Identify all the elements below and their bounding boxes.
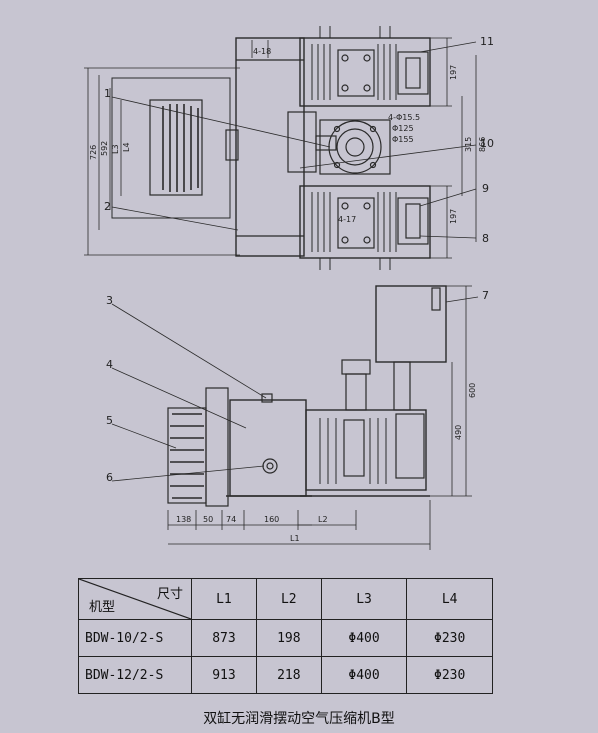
callout-11: 11	[480, 35, 494, 48]
dim-l4: L4	[122, 142, 131, 152]
column-header-l3: L3	[320, 578, 408, 620]
dim-197-top: 197	[449, 65, 458, 80]
dim-866: 866	[478, 137, 487, 152]
callout-7: 7	[482, 289, 489, 302]
technical-drawing: 1 2 3 4 5 6 7 8 9 10 11 4-18 4-Φ15.5 Φ12…	[84, 26, 494, 550]
figure-caption: 双缸无润滑摆动空气压缩机B型	[203, 711, 395, 727]
column-header-l4: L4	[406, 578, 493, 620]
table-corner-cell: 尺寸 机型	[78, 578, 192, 620]
header-size-label: 尺寸	[156, 587, 183, 602]
dim-l1: L1	[290, 534, 300, 543]
callout-2: 2	[104, 200, 111, 213]
dim-50: 50	[203, 515, 213, 524]
callout-6: 6	[106, 471, 113, 484]
table-row: BDW-12/2-S 913 218 Φ400 Φ230	[78, 656, 493, 694]
dim-d125: Φ125	[392, 124, 414, 133]
dim-l2: L2	[318, 515, 328, 524]
corner-diagonal	[79, 579, 191, 619]
dim-490: 490	[454, 425, 463, 440]
callout-3: 3	[106, 294, 113, 307]
dim-600: 600	[468, 383, 477, 398]
header-model-label: 机型	[89, 600, 116, 615]
dim-160: 160	[264, 515, 279, 524]
top-view	[84, 26, 477, 270]
table-cell: Φ400	[320, 656, 408, 694]
side-view	[111, 285, 479, 550]
dim-74: 74	[226, 515, 236, 524]
dim-4-17: 4-17	[338, 215, 356, 224]
model-cell: BDW-10/2-S	[78, 619, 192, 657]
model-cell: BDW-12/2-S	[78, 656, 192, 694]
callout-5: 5	[106, 414, 113, 427]
callout-1: 1	[104, 87, 111, 100]
dim-4-d15-5: 4-Φ15.5	[388, 113, 420, 122]
table-cell: Φ400	[320, 619, 408, 657]
dim-315: 315	[464, 137, 473, 152]
table-cell: 218	[255, 656, 322, 694]
table-cell: 198	[255, 619, 322, 657]
column-header-l2: L2	[255, 578, 322, 620]
dim-l3: L3	[111, 144, 120, 154]
table-row: BDW-10/2-S 873 198 Φ400 Φ230	[78, 619, 493, 657]
callout-4: 4	[106, 358, 113, 371]
pulley-grooves	[162, 104, 199, 192]
dim-4-18: 4-18	[253, 47, 271, 56]
callout-10: 10	[480, 137, 494, 150]
dim-726: 726	[89, 145, 98, 160]
dim-d155: Φ155	[392, 135, 414, 144]
dim-592: 592	[100, 141, 109, 156]
callout-9: 9	[482, 182, 489, 195]
leader-lines-top	[111, 41, 477, 239]
dim-197-bottom: 197	[449, 209, 458, 224]
table-cell: Φ230	[406, 619, 493, 657]
dim-138: 138	[176, 515, 191, 524]
table-cell: 873	[191, 619, 257, 657]
column-header-l1: L1	[191, 578, 257, 620]
table-header-row: 尺寸 机型 L1 L2 L3 L4	[78, 578, 493, 620]
table-cell: Φ230	[406, 656, 493, 694]
callout-8: 8	[482, 232, 489, 245]
leader-lines-side	[111, 296, 479, 482]
spec-table: 尺寸 机型 L1 L2 L3 L4 BDW-10/2-S 873 198 Φ40…	[78, 578, 493, 694]
table-cell: 913	[191, 656, 257, 694]
